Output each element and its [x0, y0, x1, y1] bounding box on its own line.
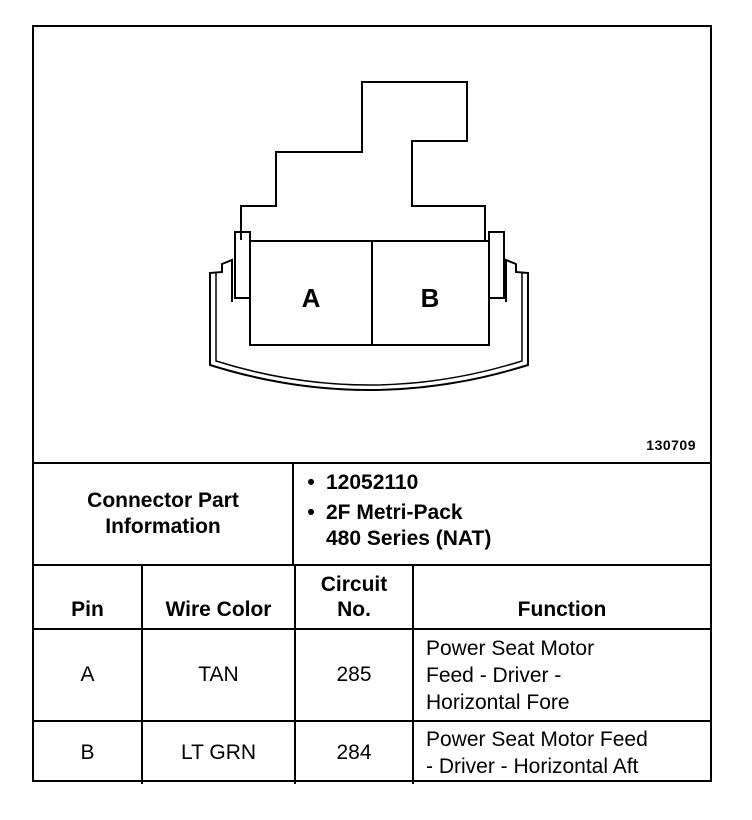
table-row: B LT GRN 284 Power Seat Motor Feed - Dri…	[34, 720, 710, 784]
lock-rail-left	[234, 231, 251, 299]
table-header-row: Pin Wire Color Circuit No. Function	[34, 564, 710, 630]
header-pin: Pin	[34, 564, 143, 630]
connector-body-inner	[215, 273, 523, 386]
cell-wire-color: TAN	[141, 628, 296, 722]
connector-info-label: Connector Part Information	[34, 464, 294, 564]
bullet-icon: •	[307, 471, 315, 494]
connector-frame: A B 130709 Connector Part Information • …	[32, 25, 712, 784]
pin-b-label: B	[421, 283, 440, 313]
connector-series: 2F Metri-Pack 480 Series (NAT)	[326, 501, 492, 550]
connector-face-diagram: A B	[209, 81, 529, 391]
cell-circuit: 284	[294, 720, 414, 784]
pin-table: Pin Wire Color Circuit No. Function A TA…	[34, 564, 710, 784]
cell-function: Power Seat Motor Feed - Driver - Horizon…	[412, 628, 710, 722]
cell-function: Power Seat Motor Feed - Driver - Horizon…	[412, 720, 710, 784]
cell-wire-color: LT GRN	[141, 720, 296, 784]
list-item: • 12052110	[296, 470, 706, 496]
connector-info-list: • 12052110 • 2F Metri-Pack 480 Series (N…	[296, 470, 706, 556]
list-item: • 2F Metri-Pack 480 Series (NAT)	[296, 500, 706, 552]
connector-body-outline	[209, 258, 529, 391]
connector-housing-top	[240, 81, 486, 240]
cell-pin: B	[34, 720, 143, 784]
header-wire-color: Wire Color	[141, 564, 296, 630]
header-circuit: Circuit No.	[294, 564, 414, 630]
part-number: 12052110	[326, 471, 419, 494]
header-function: Function	[412, 564, 710, 630]
lock-rail-right	[488, 231, 505, 299]
cell-circuit: 285	[294, 628, 414, 722]
table-row: A TAN 285 Power Seat Motor Feed - Driver…	[34, 628, 710, 722]
bullet-icon: •	[307, 501, 315, 524]
pin-a-label: A	[302, 283, 321, 313]
cell-pin: A	[34, 628, 143, 722]
figure-id: 130709	[646, 437, 696, 453]
pin-cavity-b	[371, 240, 490, 346]
connector-info-row: Connector Part Information • 12052110 • …	[34, 462, 710, 564]
